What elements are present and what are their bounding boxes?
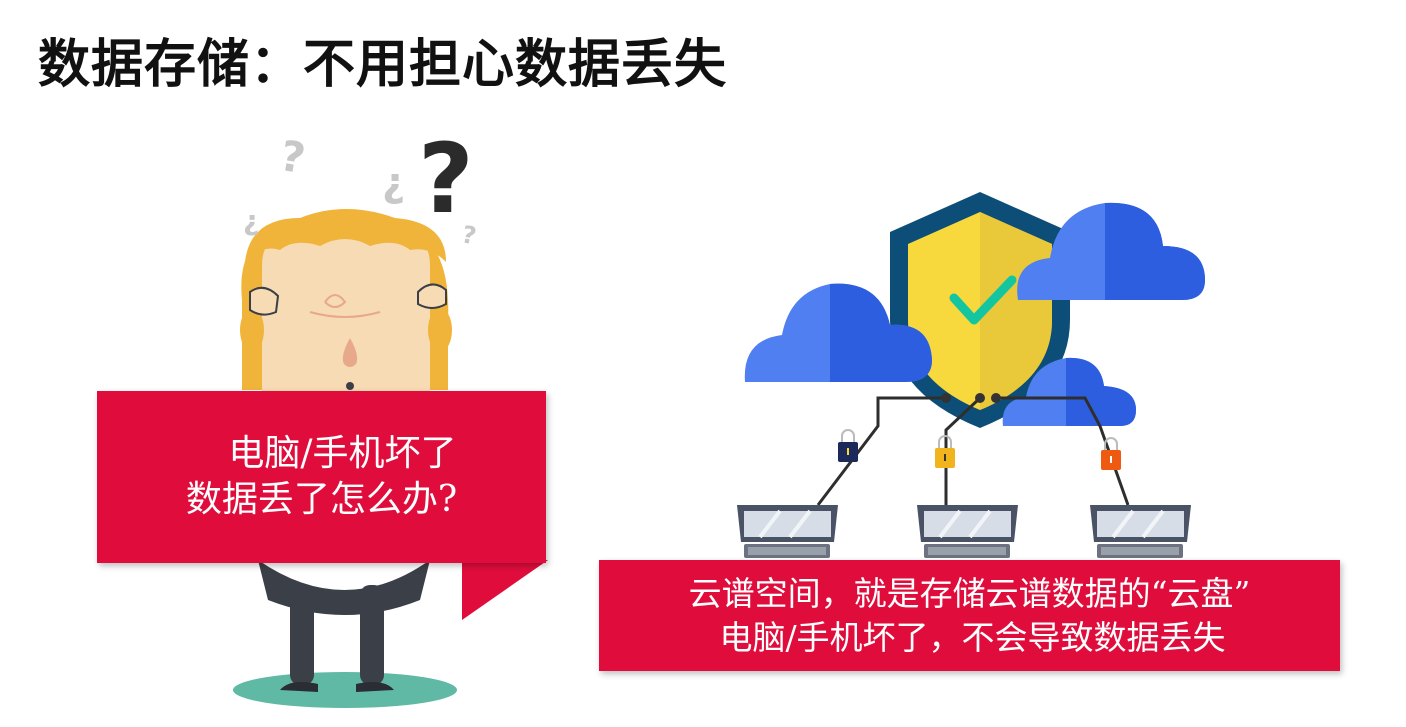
ground-shadow (233, 672, 457, 708)
question-mark-icon: ? (418, 123, 474, 235)
callout-right-line1: 云谱空间，就是存储云谱数据的“云盘” (688, 573, 1251, 613)
padlock-icon (935, 435, 955, 468)
cloud-icon (1017, 202, 1205, 300)
callout-tail (462, 560, 548, 620)
inverted-question-mark-icon: ¿ (382, 160, 405, 206)
checkmark-icon (949, 275, 1017, 325)
callout-right: 云谱空间，就是存储云谱数据的“云盘” 电脑/手机坏了，不会导致数据丢失 (599, 560, 1340, 671)
inverted-question-mark-icon: ¿ (243, 204, 259, 237)
callout-left-line2: 数据丢了怎么办? (185, 479, 458, 520)
padlock-icon (1101, 437, 1121, 470)
security-shield-icon (890, 192, 1070, 428)
laptop-icon (737, 505, 838, 558)
question-mark-icon: ? (276, 131, 309, 183)
laptop-icon (1090, 505, 1191, 558)
slide-title: 数据存储：不用担心数据丢失 (38, 35, 728, 95)
laptop-icon (917, 505, 1018, 558)
confused-person-figure (233, 209, 457, 708)
cloud-icon (1002, 357, 1136, 426)
cloud-icon (744, 283, 932, 382)
callout-right-line2: 电脑/手机坏了，不会导致数据丢失 (719, 617, 1226, 657)
question-mark-icon: ? (459, 220, 478, 250)
padlock-icon (838, 429, 858, 462)
callout-left-line1: 电脑/手机坏了 (228, 433, 457, 474)
callout-left: 电脑/手机坏了 数据丢了怎么办? (97, 391, 546, 563)
